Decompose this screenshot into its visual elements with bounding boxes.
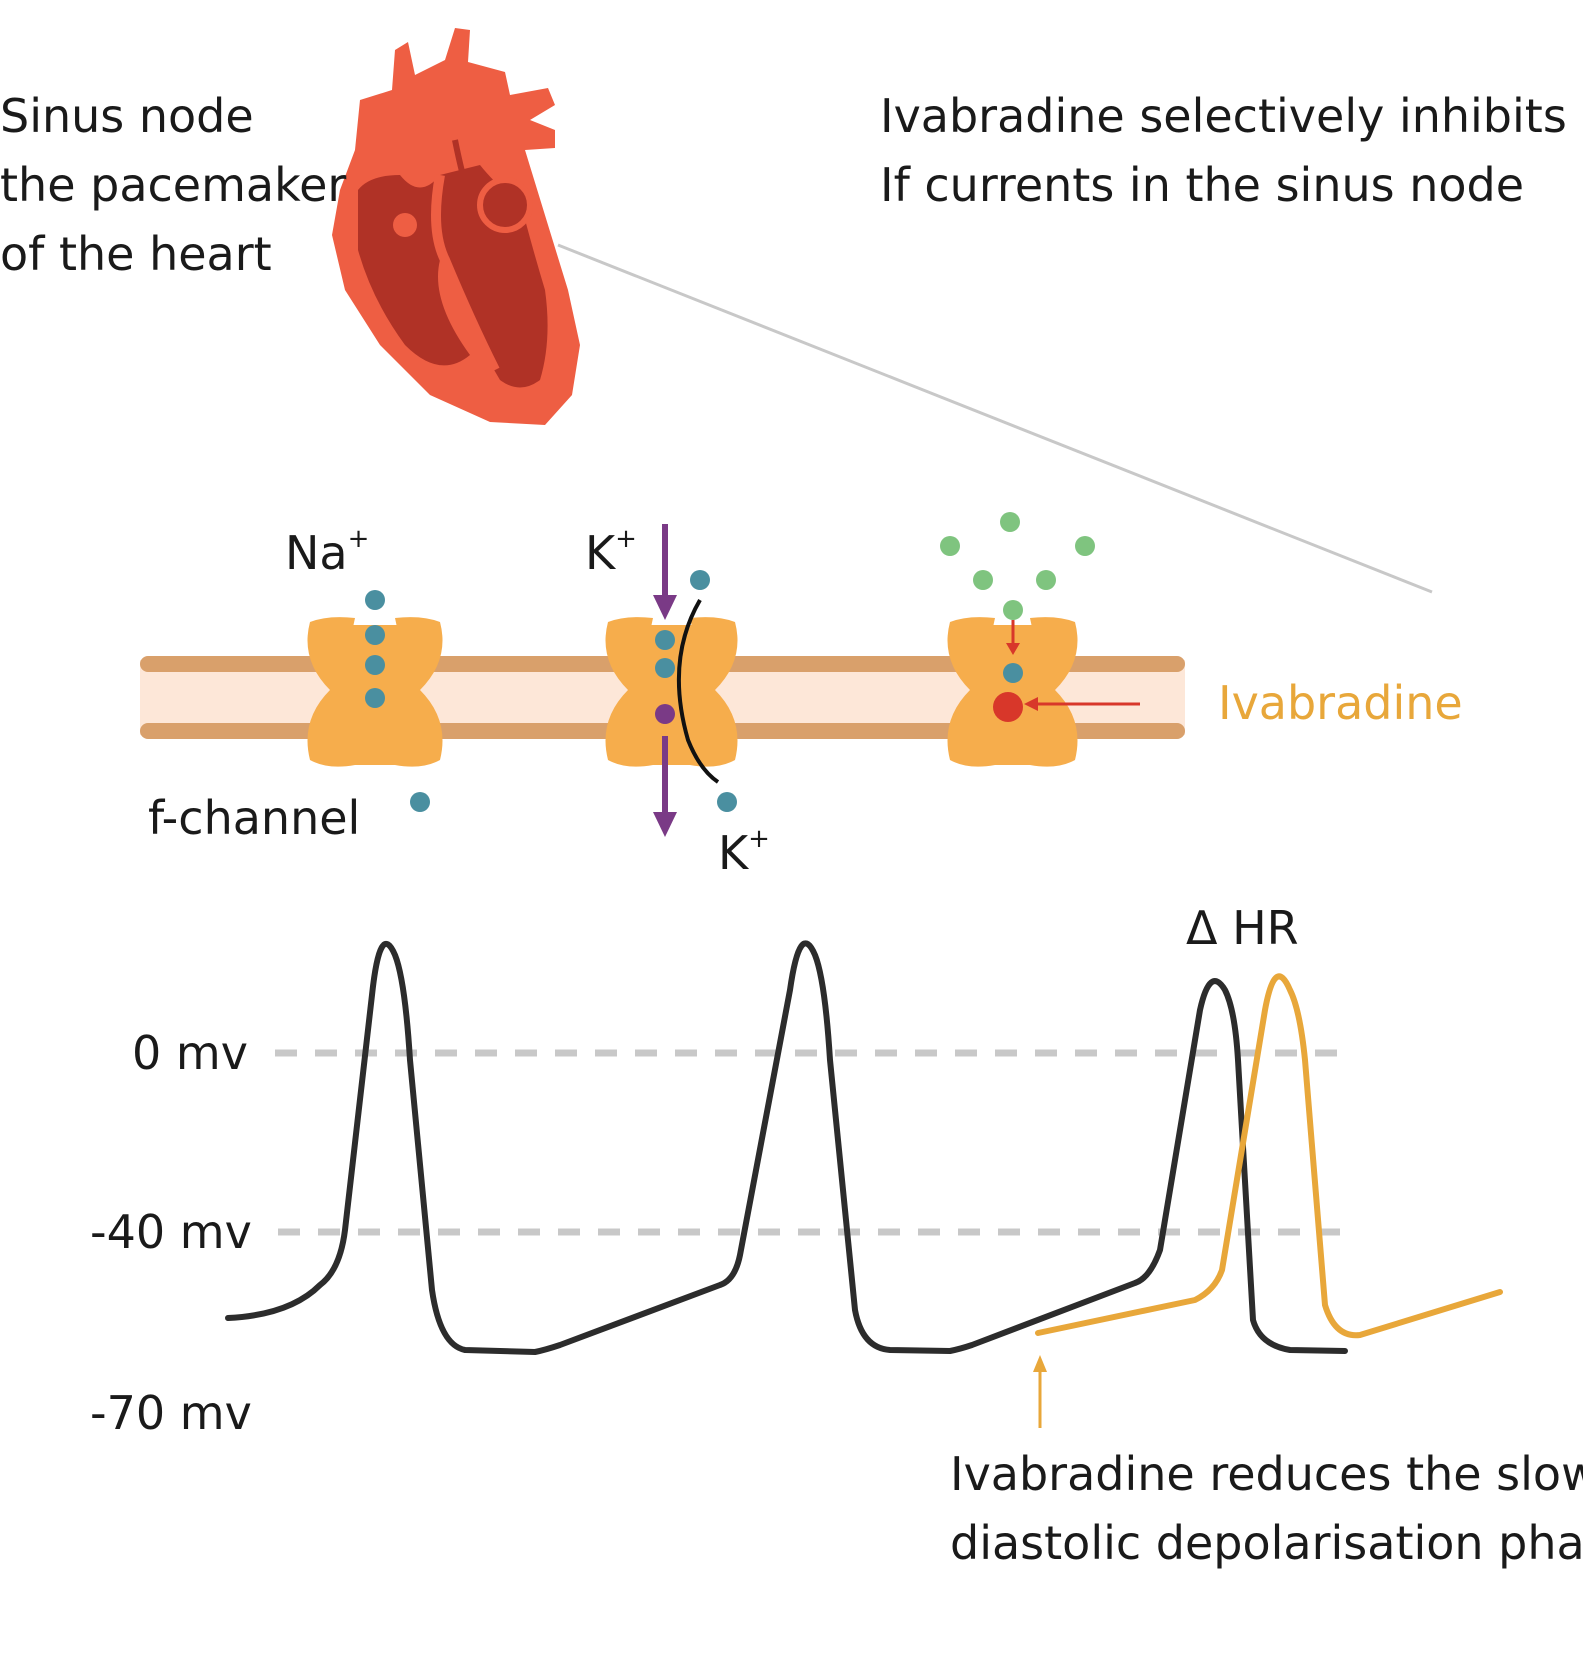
ivabradine-label: Ivabradine	[1218, 676, 1463, 730]
connector-line	[557, 243, 1433, 594]
heart-icon	[332, 28, 580, 425]
ivabradine-inhibits-title: Ivabradine selectively inhibits If curre…	[880, 82, 1567, 220]
sinus-node-line-3: of the heart	[0, 227, 272, 281]
k-bottom-text: K	[718, 826, 749, 880]
f-channel-1	[307, 590, 443, 812]
ivabradine-trace	[1035, 973, 1503, 1339]
na-ion-label: Na+	[285, 526, 369, 576]
ivabradine-title-line-1: Ivabradine selectively inhibits	[880, 89, 1567, 143]
k-ion-label-bottom: K+	[718, 826, 770, 876]
na-text: Na	[285, 526, 348, 580]
axis-label-minus70mv: -70 mv	[90, 1386, 252, 1440]
delta-hr-label: Δ HR	[1186, 901, 1299, 955]
sinus-node-line-1: Sinus node	[0, 89, 254, 143]
na-charge: +	[347, 524, 370, 554]
k-bottom-charge: +	[748, 824, 770, 854]
ivabradine-arrow	[1033, 1355, 1047, 1428]
note-line-1: Ivabradine reduces the slow	[950, 1447, 1583, 1501]
action-potential-trace	[225, 940, 1348, 1355]
axis-label-minus40mv: -40 mv	[90, 1205, 252, 1259]
sinus-node-line-2: the pacemaker	[0, 158, 347, 212]
f-channel-blocked	[940, 512, 1140, 767]
note-line-2: diastolic depolarisation phase	[950, 1516, 1583, 1570]
ivabradine-title-line-2: If currents in the sinus node	[880, 158, 1525, 212]
f-channel-label: f-channel	[148, 791, 361, 845]
k-top-charge: +	[615, 524, 637, 554]
f-channel-2	[605, 524, 738, 837]
ivabradine-reduces-note: Ivabradine reduces the slow diastolic de…	[950, 1440, 1583, 1578]
axis-label-0mv: 0 mv	[132, 1026, 248, 1080]
k-ion-label-top: K+	[585, 526, 637, 576]
sinus-node-title: Sinus node the pacemaker of the heart	[0, 82, 346, 289]
k-top-text: K	[585, 526, 616, 580]
